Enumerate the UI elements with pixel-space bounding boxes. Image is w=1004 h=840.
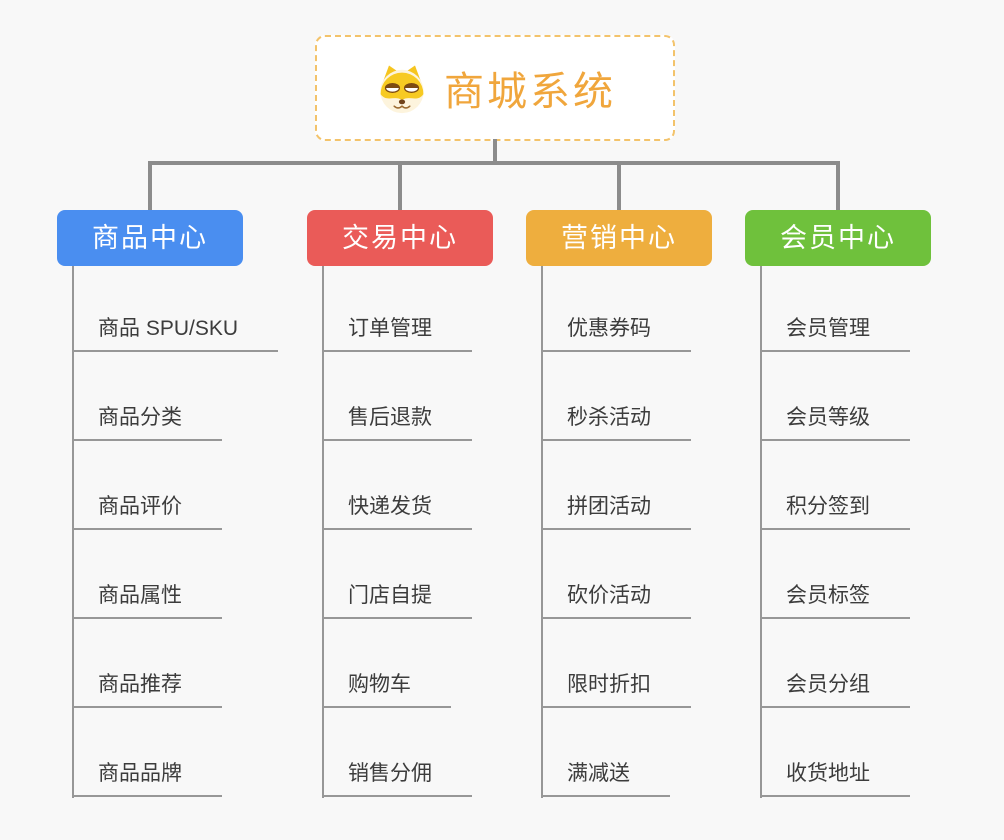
connector-branch-stub <box>148 165 152 210</box>
connector-bus <box>148 161 840 165</box>
mindmap-node[interactable]: 满减送 <box>541 759 670 797</box>
mindmap-node[interactable]: 商品推荐 <box>72 670 222 708</box>
branch-header-trade[interactable]: 交易中心 <box>307 210 493 266</box>
mindmap-node[interactable]: 门店自提 <box>322 581 472 619</box>
connector-branch-line <box>72 266 74 798</box>
connector-branch-line <box>541 266 543 798</box>
mindmap-node[interactable]: 优惠券码 <box>541 314 691 352</box>
mindmap-node[interactable]: 积分签到 <box>760 492 910 530</box>
mindmap-node[interactable]: 商品 SPU/SKU <box>72 314 279 352</box>
mindmap-node[interactable]: 会员分组 <box>760 670 910 708</box>
mindmap-node[interactable]: 商品品牌 <box>72 759 222 797</box>
mindmap-node[interactable]: 秒杀活动 <box>541 403 691 441</box>
mindmap-node[interactable]: 订单管理 <box>322 314 472 352</box>
mindmap-node[interactable]: 商品属性 <box>72 581 222 619</box>
mindmap-node[interactable]: 限时折扣 <box>541 670 691 708</box>
branch-header-products[interactable]: 商品中心 <box>57 210 243 266</box>
root-title: 商城系统 <box>444 70 616 114</box>
connector-branch-stub <box>617 165 621 210</box>
connector-root-stub <box>493 139 497 165</box>
mindmap-node[interactable]: 商品评价 <box>72 492 222 530</box>
mindmap-node[interactable]: 销售分佣 <box>322 759 472 797</box>
mindmap-node[interactable]: 会员管理 <box>760 314 910 352</box>
connector-branch-stub <box>398 165 402 210</box>
mindmap-node[interactable]: 售后退款 <box>322 403 472 441</box>
mindmap-node[interactable]: 拼团活动 <box>541 492 691 530</box>
branch-header-marketing[interactable]: 营销中心 <box>526 210 712 266</box>
mindmap-node[interactable]: 砍价活动 <box>541 581 691 619</box>
mindmap-node[interactable]: 购物车 <box>322 670 451 708</box>
mindmap-node[interactable]: 会员标签 <box>760 581 910 619</box>
mindmap-node[interactable]: 收货地址 <box>760 759 910 797</box>
connector-branch-line <box>760 266 762 798</box>
connector-branch-stub <box>836 165 840 210</box>
mindmap-node[interactable]: 商品分类 <box>72 403 222 441</box>
mindmap-node[interactable]: 快递发货 <box>322 492 472 530</box>
root-node[interactable]: 商城系统 <box>315 35 675 141</box>
dog-icon <box>374 62 430 114</box>
connector-branch-line <box>322 266 324 798</box>
mindmap-node[interactable]: 会员等级 <box>760 403 910 441</box>
branch-header-members[interactable]: 会员中心 <box>745 210 931 266</box>
